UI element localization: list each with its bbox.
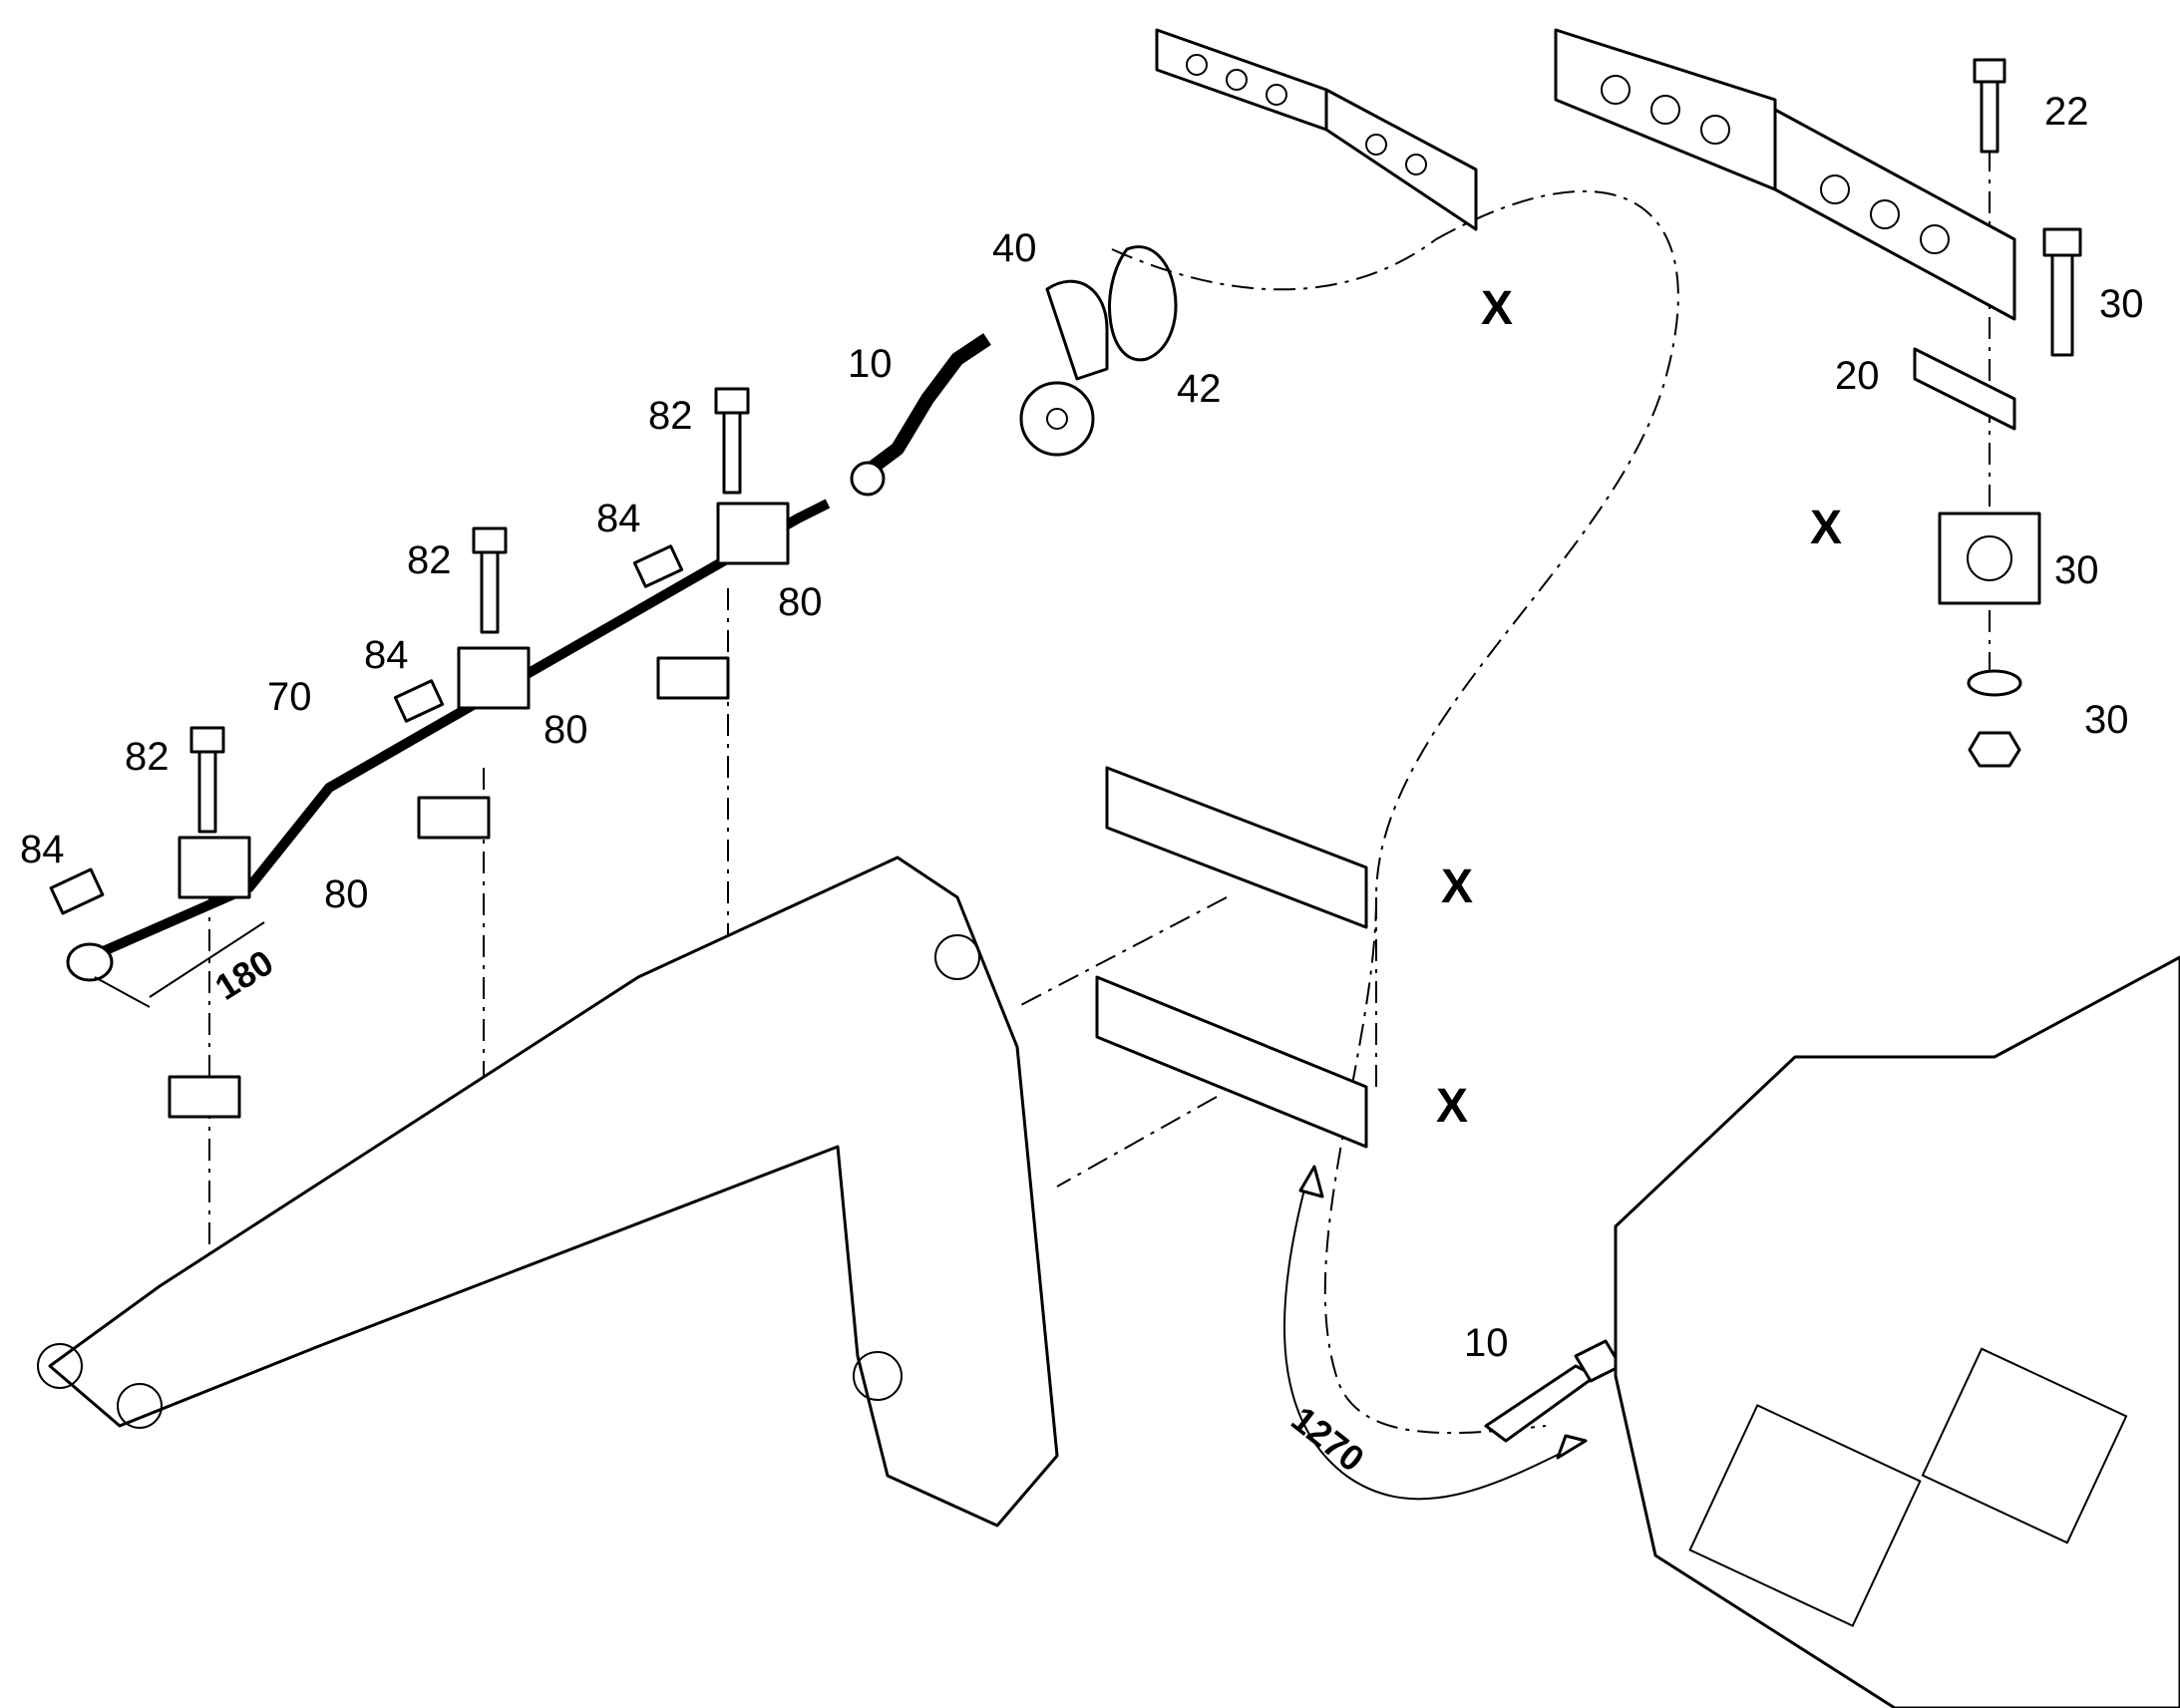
cable-bracket-top-right [1554,28,2016,321]
bar-70 [66,499,831,982]
clamp-80-c [178,836,251,899]
dimension-1270-arrow [1282,1165,1588,1501]
cable-bracket-middle-upper [1105,766,1368,929]
callout-80-c: 80 [324,872,369,916]
callout-82-c: 82 [125,735,170,779]
bolt-82-c [189,726,225,834]
hose-10-lower [1484,1339,1623,1443]
lower-clamp-halves [168,656,730,1119]
callout-20: 20 [1835,354,1880,398]
upper-carriage-frame [1614,955,2180,1708]
spacer-84-a [632,544,684,588]
callout-10-upper: 10 [848,342,893,386]
hose-10-upper [850,333,991,497]
bolt-30 [2042,227,2082,357]
clamp-block-30 [1938,512,2041,605]
cable-bracket-middle-lower [1095,975,1368,1149]
detail-mark-x-top: X [1481,282,1513,335]
callout-82-b: 82 [407,538,452,582]
clamp-80-a [716,502,790,565]
bolt-22 [1973,58,2006,154]
plate-20 [1913,347,2016,431]
bolt-82-a [714,387,750,495]
callout-82-a: 82 [648,394,693,438]
callout-42: 42 [1177,367,1222,411]
callout-30-block: 30 [2054,548,2099,592]
callout-30-nut: 30 [2084,698,2129,742]
callout-84-c: 84 [20,828,65,871]
callout-80-a: 80 [778,580,823,624]
detail-mark-x-middle-upper: X [1441,860,1473,913]
callout-10-lower: 10 [1464,1321,1509,1365]
clamp-80-b [457,646,531,710]
callout-84-b: 84 [364,633,409,677]
dimension-180-arrow [94,921,265,1008]
callout-30-bolt: 30 [2099,282,2144,326]
callout-40: 40 [992,226,1037,270]
callout-84-a: 84 [596,497,641,540]
bolt-82-b [472,526,508,634]
spacer-84-b [393,679,445,723]
washer-and-nut-30 [1967,669,2022,768]
clamp-42 [1108,245,1178,362]
excavator-boom [37,855,1059,1528]
callout-22: 22 [2044,90,2089,134]
callout-70: 70 [267,675,312,719]
detail-mark-x-middle-lower: X [1436,1080,1468,1133]
callout-80-b: 80 [544,708,588,752]
detail-mark-x-right: X [1810,502,1842,554]
spacer-84-c [49,867,105,915]
cable-bracket-top-center [1155,28,1478,231]
grommet-40 [1019,279,1109,457]
